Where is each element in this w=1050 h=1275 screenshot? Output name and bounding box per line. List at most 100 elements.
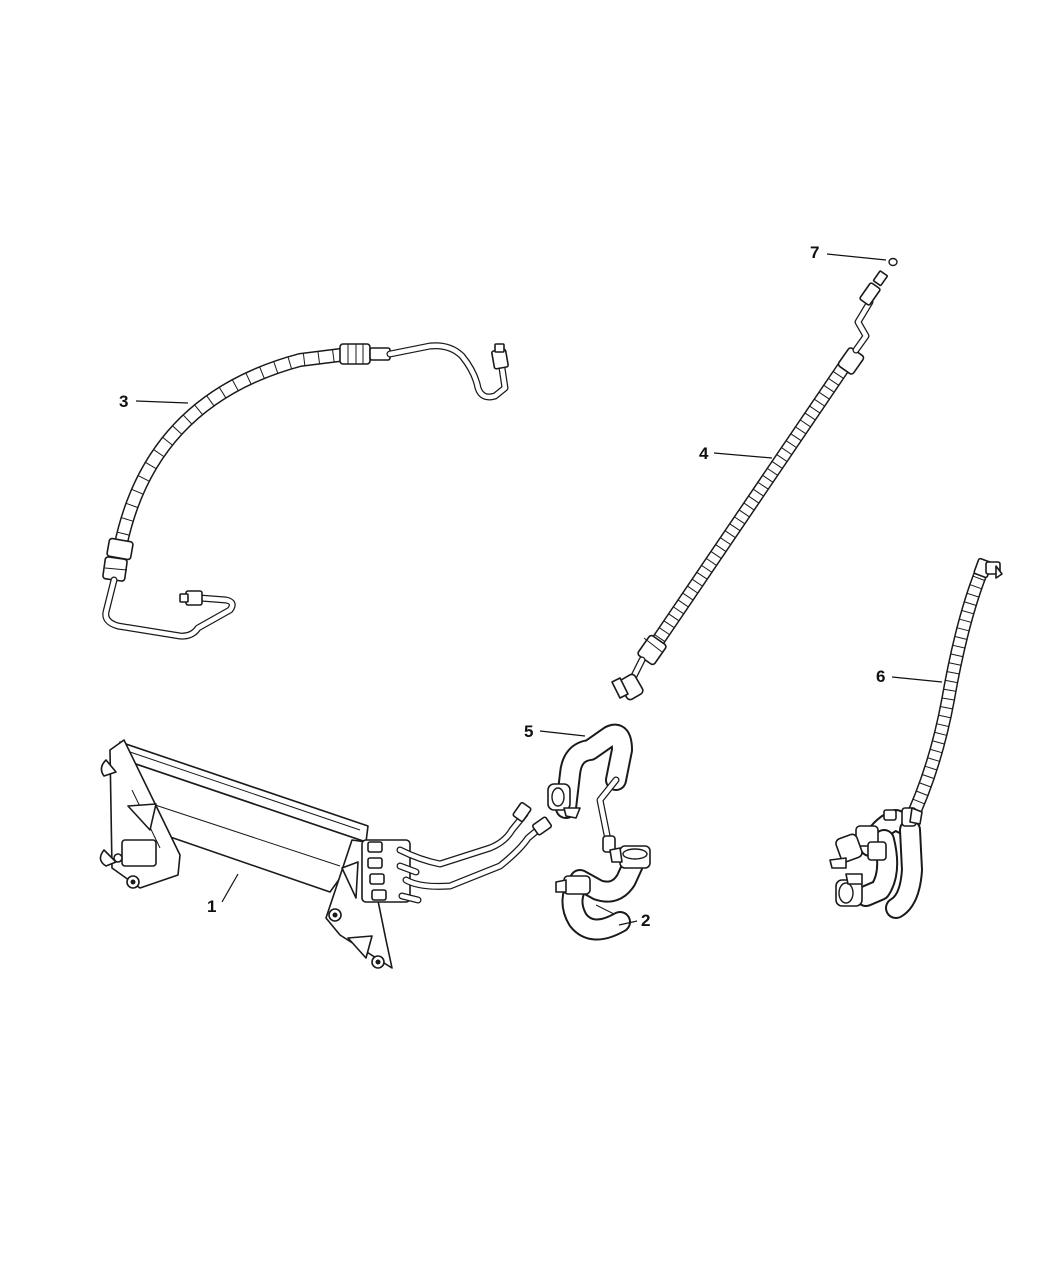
hose-band [809, 405, 821, 414]
hose-band [218, 387, 227, 398]
hose-band [724, 530, 736, 539]
hose-band [659, 627, 670, 635]
hose-band [916, 790, 928, 796]
hose-band [692, 578, 703, 587]
callout-1: 1 [207, 873, 239, 916]
hose-band [947, 671, 960, 675]
hose-band [814, 398, 825, 407]
hose-band [121, 517, 134, 522]
hose-band [973, 575, 985, 581]
callout-6-label: 6 [876, 667, 885, 686]
hose-band [317, 351, 320, 364]
hose-band [145, 461, 157, 470]
callout-5-label: 5 [524, 722, 533, 741]
callout-4-label: 4 [699, 444, 709, 463]
hose-band [942, 697, 955, 701]
hose-band [117, 531, 130, 536]
hose-band [967, 592, 979, 598]
hose-band [748, 495, 759, 504]
hose-band [273, 361, 279, 374]
hose-band [823, 384, 835, 393]
part-5-cooler-hose [547, 723, 633, 853]
hose-band [194, 404, 203, 415]
callouts-layer: 1 2 3 4 5 6 7 [119, 243, 943, 930]
hose-band [753, 488, 764, 497]
hose-band [701, 565, 712, 573]
hose-band [930, 748, 943, 754]
hose-band [964, 601, 977, 606]
callout-4-leader [713, 452, 773, 459]
hose-band [776, 454, 788, 462]
hose-band [922, 774, 935, 779]
hose-band [952, 644, 965, 649]
hose-band [932, 740, 945, 745]
hose-band [743, 502, 755, 511]
hose-band [183, 414, 192, 425]
hose-band [677, 599, 689, 608]
hose-band [138, 475, 150, 482]
part-4-return-hose [611, 270, 888, 701]
callout-1-leader [221, 873, 239, 903]
hose-band [245, 372, 252, 385]
hose-band [332, 349, 335, 362]
hose-band [231, 379, 239, 391]
callout-5-leader [539, 730, 586, 737]
hose-band [131, 488, 144, 495]
hose-band [957, 627, 969, 632]
hose-band [804, 412, 816, 421]
callout-1-label: 1 [207, 897, 216, 916]
hose-band [172, 425, 182, 435]
callout-5: 5 [524, 722, 586, 741]
hose-band [767, 468, 778, 476]
hose-band [940, 706, 953, 710]
hose-band [938, 714, 951, 719]
callout-7-leader [826, 253, 887, 261]
hose-band [818, 391, 830, 400]
hose-band [739, 509, 750, 518]
hose-band [925, 765, 937, 771]
hose-band [734, 516, 745, 525]
hose-band [710, 551, 722, 559]
part-2-molded-hose [555, 845, 651, 941]
callout-3-leader [135, 400, 189, 404]
hose-band [668, 613, 680, 622]
callout-6-leader [891, 676, 943, 683]
hose-band [800, 419, 811, 428]
part-6-hose-assembly [829, 557, 1003, 919]
part-3-pressure-hose [102, 342, 509, 640]
hose-band [287, 356, 292, 369]
hose-band [833, 371, 844, 379]
hose-band [954, 636, 967, 640]
part-7-o-ring [888, 257, 898, 267]
hose-band [259, 366, 265, 379]
hose-band [950, 653, 963, 658]
callout-2: 2 [618, 911, 650, 930]
hose-band [795, 426, 806, 435]
callout-7: 7 [810, 243, 887, 262]
hose-band [961, 610, 974, 615]
hose-band [682, 592, 694, 601]
hose-band [959, 618, 972, 623]
callout-2-leader [618, 920, 638, 926]
callout-3: 3 [119, 392, 189, 411]
hose-band [126, 502, 138, 508]
hose-band [206, 395, 215, 406]
hose-band [715, 544, 727, 552]
hose-band [762, 474, 774, 483]
hose-band [927, 757, 940, 762]
hose-band [945, 679, 958, 684]
hose-band [913, 798, 925, 805]
hose-band [654, 634, 665, 642]
hose-band [943, 688, 956, 692]
hose-band [687, 585, 698, 594]
hose-band [771, 461, 783, 469]
hose-band [720, 537, 731, 545]
hose-band [729, 523, 741, 532]
hose-band [663, 620, 675, 629]
hose-band [948, 662, 961, 666]
hose-band [162, 437, 173, 446]
hose-band [790, 433, 802, 442]
callout-7-label: 7 [810, 243, 819, 262]
hose-band [786, 440, 797, 448]
